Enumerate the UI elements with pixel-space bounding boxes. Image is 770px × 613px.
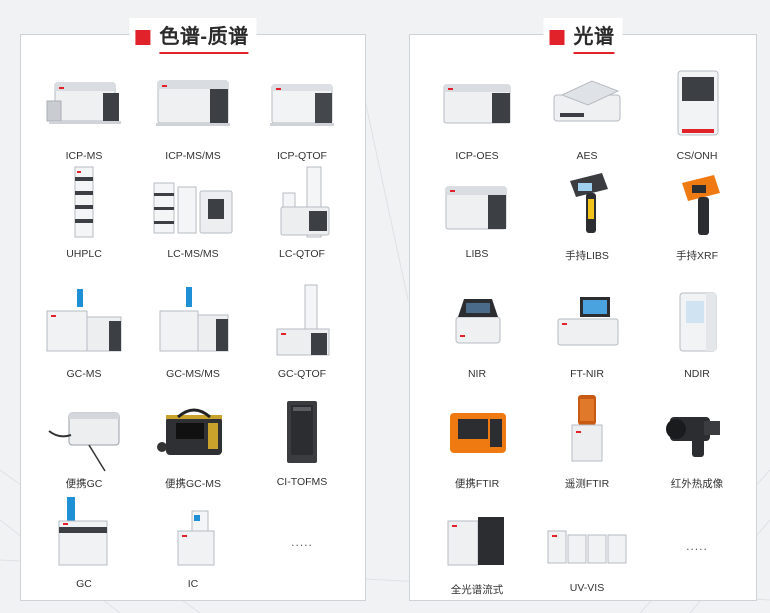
product-lc-qtof[interactable]: LC-QTOF	[247, 163, 357, 267]
title-marker-icon	[549, 29, 565, 45]
uhplc-instrument-icon	[74, 166, 94, 238]
product-label: LIBS	[465, 248, 489, 260]
panel-title-right: 光谱	[543, 18, 623, 54]
product-portable-gc-ms[interactable]: 便携GC-MS	[138, 391, 248, 495]
product-label: ICP-OES	[455, 150, 499, 162]
product-label: AES	[576, 150, 598, 162]
product-label: 便携FTIR	[454, 478, 500, 490]
product-handheld-xrf[interactable]: 手持XRF	[642, 163, 752, 267]
portable-gc-instrument-icon	[48, 412, 120, 472]
product-label: UHPLC	[66, 248, 102, 260]
uv-vis-instrument-icon	[547, 530, 627, 564]
portable-gc-ms-instrument-icon	[157, 408, 222, 455]
product-icp-msms[interactable]: ICP-MS/MS	[138, 65, 248, 169]
ndir-instrument-icon	[679, 292, 717, 352]
portable-ftir-instrument-icon	[450, 413, 506, 453]
product-nir[interactable]: NIR	[422, 283, 532, 387]
product-full-spectrum-flow[interactable]: 全光谱流式	[422, 497, 532, 601]
product-label: 遥测FTIR	[564, 478, 610, 490]
product-cs-onh[interactable]: CS/ONH	[642, 65, 752, 169]
lc-msms-instrument-icon	[153, 182, 233, 234]
panel-title-text: 光谱	[573, 20, 615, 54]
product-remote-ftir[interactable]: 遥测FTIR	[532, 391, 642, 495]
product-label: ICP-MS/MS	[165, 150, 221, 162]
product-gc[interactable]: GC	[29, 493, 139, 597]
gc-instrument-icon	[58, 497, 108, 566]
more-chromatography[interactable]: .....	[247, 493, 357, 597]
product-label: NIR	[467, 368, 487, 380]
panel-title-left: 色谱-质谱	[129, 18, 257, 54]
more-label: .....	[291, 535, 313, 549]
gc-qtof-instrument-icon	[276, 284, 330, 356]
full-spectrum-flow-instrument-icon	[447, 517, 504, 566]
product-ft-nir[interactable]: FT-NIR	[532, 283, 642, 387]
handheld-libs-icon	[570, 173, 608, 233]
product-label: ICP-MS	[65, 150, 103, 162]
more-spectroscopy[interactable]: .....	[642, 497, 752, 601]
product-uhplc[interactable]: UHPLC	[29, 163, 139, 267]
product-gc-msms[interactable]: GC-MS/MS	[138, 283, 248, 387]
product-label: GC-QTOF	[277, 368, 327, 380]
product-libs[interactable]: LIBS	[422, 163, 532, 267]
product-label: IC	[187, 578, 199, 590]
product-label: LC-MS/MS	[167, 248, 219, 260]
product-label: GC-MS/MS	[166, 368, 220, 380]
handheld-xrf-icon	[682, 175, 720, 235]
icp-ms-instrument-icon	[46, 82, 121, 124]
icp-oes-instrument-icon	[443, 84, 511, 124]
product-label: UV-VIS	[569, 582, 605, 594]
product-icp-qtof[interactable]: ICP-QTOF	[247, 65, 357, 169]
product-lc-msms[interactable]: LC-MS/MS	[138, 163, 248, 267]
libs-instrument-icon	[445, 186, 507, 230]
gc-msms-instrument-icon	[159, 287, 229, 352]
product-label: GC	[76, 578, 92, 590]
product-label: ICP-QTOF	[277, 150, 327, 162]
aes-instrument-icon	[553, 80, 621, 122]
title-marker-icon	[135, 29, 151, 45]
product-icp-ms[interactable]: ICP-MS	[29, 65, 139, 169]
product-handheld-libs[interactable]: 手持LIBS	[532, 163, 642, 267]
remote-ftir-instrument-icon	[571, 395, 603, 462]
ic-instrument-icon	[177, 510, 215, 566]
product-label: 手持XRF	[676, 250, 718, 262]
product-ci-tofms[interactable]: CI-TOFMS	[247, 391, 357, 495]
lc-qtof-instrument-icon	[280, 166, 330, 238]
gc-ms-instrument-icon	[46, 289, 122, 352]
product-label: FT-NIR	[570, 368, 604, 380]
product-label: LC-QTOF	[279, 248, 325, 260]
product-label: CI-TOFMS	[276, 476, 328, 488]
nir-instrument-icon	[455, 299, 501, 344]
product-portable-ftir[interactable]: 便携FTIR	[422, 391, 532, 495]
icp-msms-instrument-icon	[156, 80, 230, 126]
product-gc-qtof[interactable]: GC-QTOF	[247, 283, 357, 387]
ft-nir-instrument-icon	[557, 297, 619, 346]
product-label: 便携GC-MS	[165, 478, 221, 490]
product-ndir[interactable]: NDIR	[642, 283, 752, 387]
product-label: 红外热成像	[670, 478, 724, 490]
product-portable-gc[interactable]: 便携GC	[29, 391, 139, 495]
cs-onh-instrument-icon	[677, 70, 719, 136]
thermal-imager-icon	[666, 417, 720, 457]
product-label: 手持LIBS	[565, 250, 609, 262]
ci-tofms-instrument-icon	[287, 401, 317, 463]
product-label: GC-MS	[66, 368, 102, 380]
more-label: .....	[686, 539, 708, 553]
product-icp-oes[interactable]: ICP-OES	[422, 65, 532, 169]
icp-qtof-instrument-icon	[270, 84, 334, 126]
chromatography-mass-spectrometry-panel: 色谱-质谱 ICP-MS ICP-MS/MS I	[20, 18, 366, 601]
product-label: NDIR	[684, 368, 710, 380]
product-aes[interactable]: AES	[532, 65, 642, 169]
product-thermal-imager[interactable]: 红外热成像	[642, 391, 752, 495]
spectroscopy-panel: 光谱 ICP-OES AES CS/ONH	[409, 18, 757, 601]
product-label: 便携GC	[65, 478, 103, 490]
panel-title-text: 色谱-质谱	[159, 20, 249, 54]
product-label: 全光谱流式	[450, 584, 504, 596]
product-gc-ms[interactable]: GC-MS	[29, 283, 139, 387]
product-uv-vis[interactable]: UV-VIS	[532, 497, 642, 601]
product-ic[interactable]: IC	[138, 493, 248, 597]
product-label: CS/ONH	[676, 150, 718, 162]
